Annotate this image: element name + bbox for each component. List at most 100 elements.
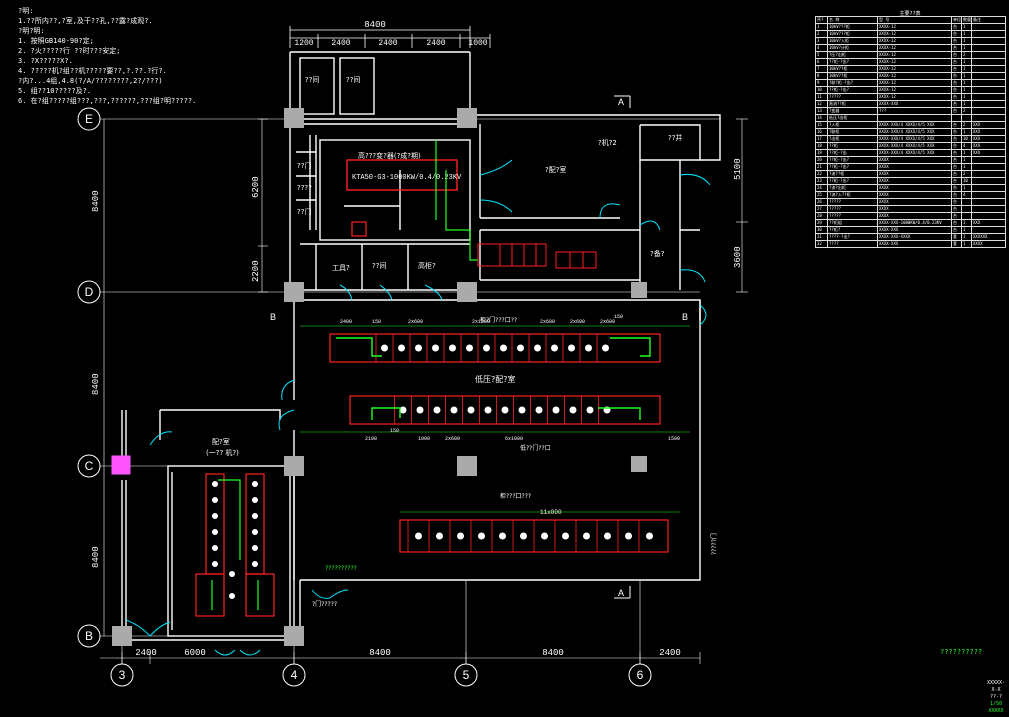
table-cell: ?流??柜: [827, 170, 878, 178]
row-dim-top: 2x600: [600, 319, 615, 325]
hvac-room-sub: (一?? 机?): [206, 448, 239, 457]
table-cell: 23: [815, 177, 828, 185]
cabinet-row-lower: [399, 519, 669, 553]
table-cell: XXX: [971, 121, 1006, 129]
table-cell: 台: [951, 198, 962, 206]
table-cell: 1: [961, 163, 972, 171]
table-cell: ??柜-?出?: [827, 58, 878, 66]
cabinet-marker: [212, 529, 218, 535]
table-cell: 1: [961, 156, 972, 164]
table-cell: 1: [961, 37, 972, 45]
table-cell: XXXX-XXX: [877, 226, 952, 234]
axis-label-b: B: [85, 629, 93, 643]
cabinet-marker: [212, 481, 218, 487]
table-cell: 10kV??柜: [827, 72, 878, 80]
table-cell: 5: [815, 51, 828, 59]
row-dim-top: 150: [614, 314, 623, 320]
table-cell: XXX: [971, 128, 1006, 136]
table-cell: 10: [961, 135, 972, 143]
table-cell: 9: [815, 79, 828, 87]
table-cell: [971, 30, 1006, 38]
table-cell: 27: [815, 205, 828, 213]
table-cell: XXXX-12: [877, 23, 952, 31]
cabinet-marker: [252, 481, 258, 487]
lower-left-note: ?门?????: [312, 600, 337, 608]
cabinet-marker: [602, 344, 609, 352]
table-cell: XXXX-XXX/4 XXXX/4/5 XXX: [877, 121, 952, 129]
table-cell: 1: [961, 44, 972, 52]
table-cell: [971, 226, 1006, 234]
table-cell: [971, 184, 1006, 192]
notes-line: ?内?...4组,4.8(?/A/????????,2?/???): [18, 77, 163, 85]
cabinet-marker: [552, 406, 560, 414]
table-cell: 台: [951, 212, 962, 220]
table-cell: 1: [961, 240, 972, 248]
busbar-bracket: [336, 337, 382, 357]
cabinet-marker: [415, 532, 422, 540]
table-cell: 台: [951, 177, 962, 185]
title-block-line: XXXXX-X-X: [986, 680, 1006, 693]
cabinet-marker: [450, 406, 458, 414]
table-cell: 29: [815, 219, 828, 227]
bottom-dim: 6000: [184, 648, 206, 658]
cabinet-marker: [551, 344, 558, 352]
cabinet-marker: [252, 561, 258, 567]
axis-label-c: C: [85, 459, 94, 473]
table-cell: ??柜-?出?: [827, 163, 878, 171]
notes-heading: ?明:: [18, 7, 34, 15]
table-cell: [971, 65, 1006, 73]
table-cell: 台: [951, 23, 962, 31]
table-cell: [961, 205, 972, 213]
table-cell: 1: [961, 58, 972, 66]
table-cell: 套: [951, 240, 962, 248]
table-cell: ?????: [827, 212, 878, 220]
notes-line: 1. 按照GB140-90?定;: [18, 37, 94, 45]
row-dim-mid: 150: [390, 428, 399, 434]
top-dim-part: 2400: [426, 39, 445, 48]
title-block: XXXXX-X-X ??-? 1/50 XXXXX: [985, 680, 1007, 715]
table-cell: 台: [951, 184, 962, 192]
top-dim-part: 1200: [294, 39, 313, 48]
table-cell: [971, 177, 1006, 185]
bottom-dim: 8400: [369, 648, 391, 658]
table-cell: 10kV?入柜: [827, 37, 878, 45]
table-cell: 台: [951, 65, 962, 73]
table-cell: ????-?出?: [827, 233, 878, 241]
table-cell: [961, 114, 972, 122]
left-dim: 8400: [91, 190, 101, 212]
table-cell: ??柜-?出?: [827, 177, 878, 185]
table-cell: ?????: [827, 93, 878, 101]
row-dim-mid: 2x600: [445, 436, 460, 442]
table-cell: 台: [951, 107, 962, 115]
cabinet-marker: [436, 532, 443, 540]
table-cell: XXXX: [877, 170, 952, 178]
table-cell: 22: [815, 170, 828, 178]
cabinet-marker: [467, 406, 475, 414]
axis-label-d: D: [85, 285, 94, 299]
table-cell: ??柜?: [827, 226, 878, 234]
table-cell: XXXX-12: [877, 79, 952, 87]
notes-line: 6. 在?组?????组???,???,??????,???组?明?????.: [18, 97, 197, 105]
table-cell: ??柜-?出: [827, 149, 878, 157]
table-cell: XXXX-12: [877, 30, 952, 38]
table-cell: 16: [815, 128, 828, 136]
busbar-bracket: [610, 337, 651, 357]
table-cell: 台: [951, 156, 962, 164]
right-dim: 5100: [733, 158, 743, 180]
table-cell: 3: [815, 37, 828, 45]
cabinet-marker: [568, 344, 575, 352]
cabinet-marker: [646, 532, 653, 540]
transformer-model: KTA50-G3-1000KW/0.4/0.23KV: [352, 174, 462, 182]
table-cell: [971, 37, 1006, 45]
table-cell: 1: [961, 93, 972, 101]
table-cell: 2: [961, 121, 972, 129]
table-cell: XXXX: [877, 177, 952, 185]
cabinet-marker: [585, 344, 592, 352]
